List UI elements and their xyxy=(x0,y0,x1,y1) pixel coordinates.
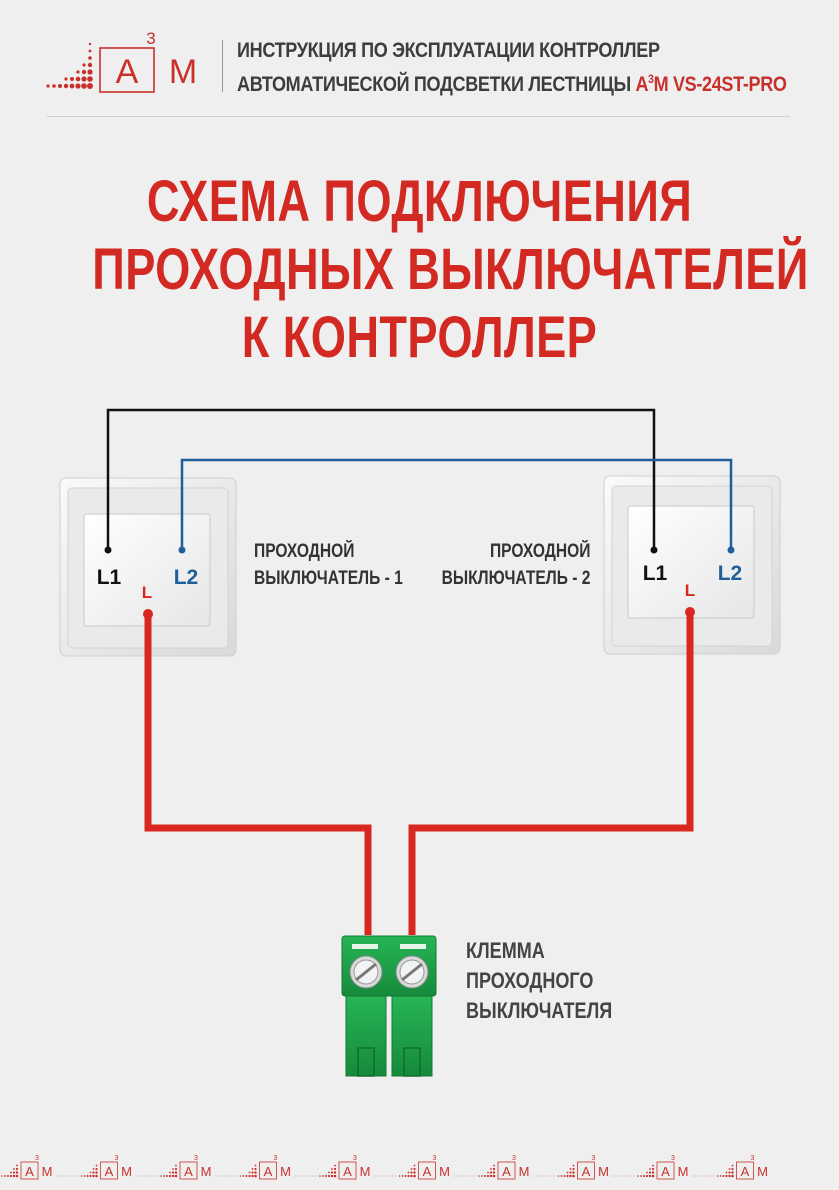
footer-logo-10: А3М xyxy=(716,1155,768,1180)
title-line-1: СХЕМА ПОДКЛЮЧЕНИЯ xyxy=(146,169,693,234)
terminal-plug-right-hole xyxy=(403,1047,421,1077)
brand-logo: А 3 М xyxy=(46,30,197,93)
switch-2-l1-dot xyxy=(650,546,658,554)
title-line-3: К КОНТРОЛЛЕР xyxy=(241,305,598,370)
screw-1-icon xyxy=(349,955,383,989)
header-separator xyxy=(222,40,223,92)
footer-logo-m: М xyxy=(598,1164,609,1179)
header-title: ИНСТРУКЦИЯ ПО ЭКСПЛУАТАЦИИ КОНТРОЛЛЕР АВ… xyxy=(237,36,787,99)
switch-1-l-dot xyxy=(143,609,153,619)
wire-l-red-2 xyxy=(408,612,694,935)
footer-logo-sup: 3 xyxy=(671,1155,675,1162)
footer-logo-5: А3М xyxy=(319,1155,398,1180)
footer-logo-sup: 3 xyxy=(592,1155,596,1162)
footer-logo-m: М xyxy=(519,1164,530,1179)
footer-logo-sup: 3 xyxy=(35,1155,39,1162)
terminal-plug-left xyxy=(345,995,387,1077)
footer-logo-a: А xyxy=(661,1164,670,1179)
footer-logo-a: А xyxy=(741,1164,750,1179)
footer-logo-7: А3М xyxy=(478,1155,557,1180)
brand-model: М VS-24ST-PRO xyxy=(653,73,787,96)
logo-dots xyxy=(46,42,93,89)
footer-logo-2: А3М xyxy=(80,1155,159,1180)
footer-logo-8: А3М xyxy=(557,1155,636,1180)
terminal-caption-line-2: ПРОХОДНОГО xyxy=(466,968,594,993)
footer-logo-a: А xyxy=(343,1164,352,1179)
switch-2-caption-line-2: ВЫКЛЮЧАТЕЛЬ - 2 xyxy=(441,568,590,589)
footer-logo-a: А xyxy=(184,1164,193,1179)
footer-logo-sup: 3 xyxy=(353,1155,357,1162)
switch-2-label-l2: L2 xyxy=(718,562,743,585)
switch-1 xyxy=(59,477,237,657)
header-rule xyxy=(47,116,790,117)
footer-logo-m: М xyxy=(678,1164,689,1179)
footer-logo-a: А xyxy=(423,1164,432,1179)
brand-sup: 3 xyxy=(648,72,654,86)
terminal-plug-left-hole xyxy=(357,1047,375,1077)
switch-1-caption-line-2: ВЫКЛЮЧАТЕЛЬ - 1 xyxy=(254,568,403,589)
footer-logo-1: А3М xyxy=(1,1155,80,1180)
header-line-1: ИНСТРУКЦИЯ ПО ЭКСПЛУАТАЦИИ КОНТРОЛЛЕР xyxy=(237,39,660,62)
footer-logo-m: М xyxy=(121,1164,132,1179)
footer-logo-sup: 3 xyxy=(512,1155,516,1162)
header-line-2-prefix: АВТОМАТИЧЕСКОЙ ПОДСВЕТКИ ЛЕСТНИЦЫ xyxy=(237,73,636,96)
brand-a: А xyxy=(635,73,649,96)
switch-1-caption-line-1: ПРОХОДНОЙ xyxy=(254,541,355,562)
footer-logo-3: А3М xyxy=(160,1155,239,1180)
header-brand: А3М VS-24ST-PRO xyxy=(635,72,787,96)
footer-logo-6: А3М xyxy=(398,1155,477,1180)
switch-2-l-dot xyxy=(685,607,695,617)
footer-logo-a: А xyxy=(582,1164,591,1179)
switch-2-label-l1: L1 xyxy=(643,562,668,585)
switch-1-label-l1: L1 xyxy=(97,566,122,589)
footer-logo-m: М xyxy=(757,1164,768,1179)
switch-1-l1-dot xyxy=(104,546,112,554)
terminal-slot-1 xyxy=(352,944,378,949)
footer-logo-a: А xyxy=(25,1164,34,1179)
footer-logo-a: А xyxy=(264,1164,273,1179)
terminal-slot-2 xyxy=(400,944,426,949)
switch-2-label-l: L xyxy=(685,581,695,600)
footer-logo-sup: 3 xyxy=(751,1155,755,1162)
switch-1-l2-dot xyxy=(178,546,186,554)
footer-logo-4: А3М xyxy=(239,1155,318,1180)
terminal-caption-line-1: КЛЕММА xyxy=(466,938,545,963)
footer-logo-sup: 3 xyxy=(194,1155,198,1162)
switch-1-label-l2: L2 xyxy=(174,566,199,589)
switch-1-label-l: L xyxy=(142,583,152,602)
screw-2-icon xyxy=(395,955,429,989)
footer-logo-a: А xyxy=(105,1164,114,1179)
switch-1-caption: ПРОХОДНОЙ ВЫКЛЮЧАТЕЛЬ - 1 xyxy=(254,538,403,592)
switch-2-caption: ПРОХОДНОЙ ВЫКЛЮЧАТЕЛЬ - 2 xyxy=(441,538,590,592)
wire-l-red-1 xyxy=(144,614,372,935)
logo-letter-a: А xyxy=(116,53,139,91)
footer-logo-m: М xyxy=(201,1164,212,1179)
footer-logo-m: М xyxy=(280,1164,291,1179)
footer-logo-m: М xyxy=(360,1164,371,1179)
terminal-caption-line-3: ВЫКЛЮЧАТЕЛЯ xyxy=(466,998,613,1023)
footer-logo-m: М xyxy=(42,1164,53,1179)
wire-l2-blue xyxy=(180,458,733,550)
footer-logo-m: М xyxy=(439,1164,450,1179)
logo-letter-m: М xyxy=(169,53,197,91)
switch-2-caption-line-1: ПРОХОДНОЙ xyxy=(489,541,590,562)
logo-sup: 3 xyxy=(146,30,155,48)
page-title: СХЕМА ПОДКЛЮЧЕНИЯ ПРОХОДНЫХ ВЫКЛЮЧАТЕЛЕЙ… xyxy=(92,168,809,372)
title-line-2: ПРОХОДНЫХ ВЫКЛЮЧАТЕЛЕЙ xyxy=(92,237,809,302)
terminal-caption: КЛЕММА ПРОХОДНОГО ВЫКЛЮЧАТЕЛЯ xyxy=(466,936,612,1026)
footer-logo-9: А3М xyxy=(637,1155,716,1180)
logo-frame xyxy=(99,47,155,93)
footer-logo-sup: 3 xyxy=(274,1155,278,1162)
header: А 3 М ИНСТРУКЦИЯ ПО ЭКСПЛУАТАЦИИ КОНТРОЛ… xyxy=(0,0,839,120)
footer-logo-sup: 3 xyxy=(115,1155,119,1162)
footer-logo-sup: 3 xyxy=(433,1155,437,1162)
terminal-block xyxy=(341,935,437,1077)
footer-logo-a: А xyxy=(502,1164,511,1179)
switch-2-l2-dot xyxy=(727,546,735,554)
header-line-2: АВТОМАТИЧЕСКОЙ ПОДСВЕТКИ ЛЕСТНИЦЫ А3М VS… xyxy=(237,65,787,99)
wire-l1-black xyxy=(106,408,656,550)
terminal-plug-right xyxy=(391,995,433,1077)
wiring-diagram: L1 L2 L L1 L2 L xyxy=(59,408,781,1077)
